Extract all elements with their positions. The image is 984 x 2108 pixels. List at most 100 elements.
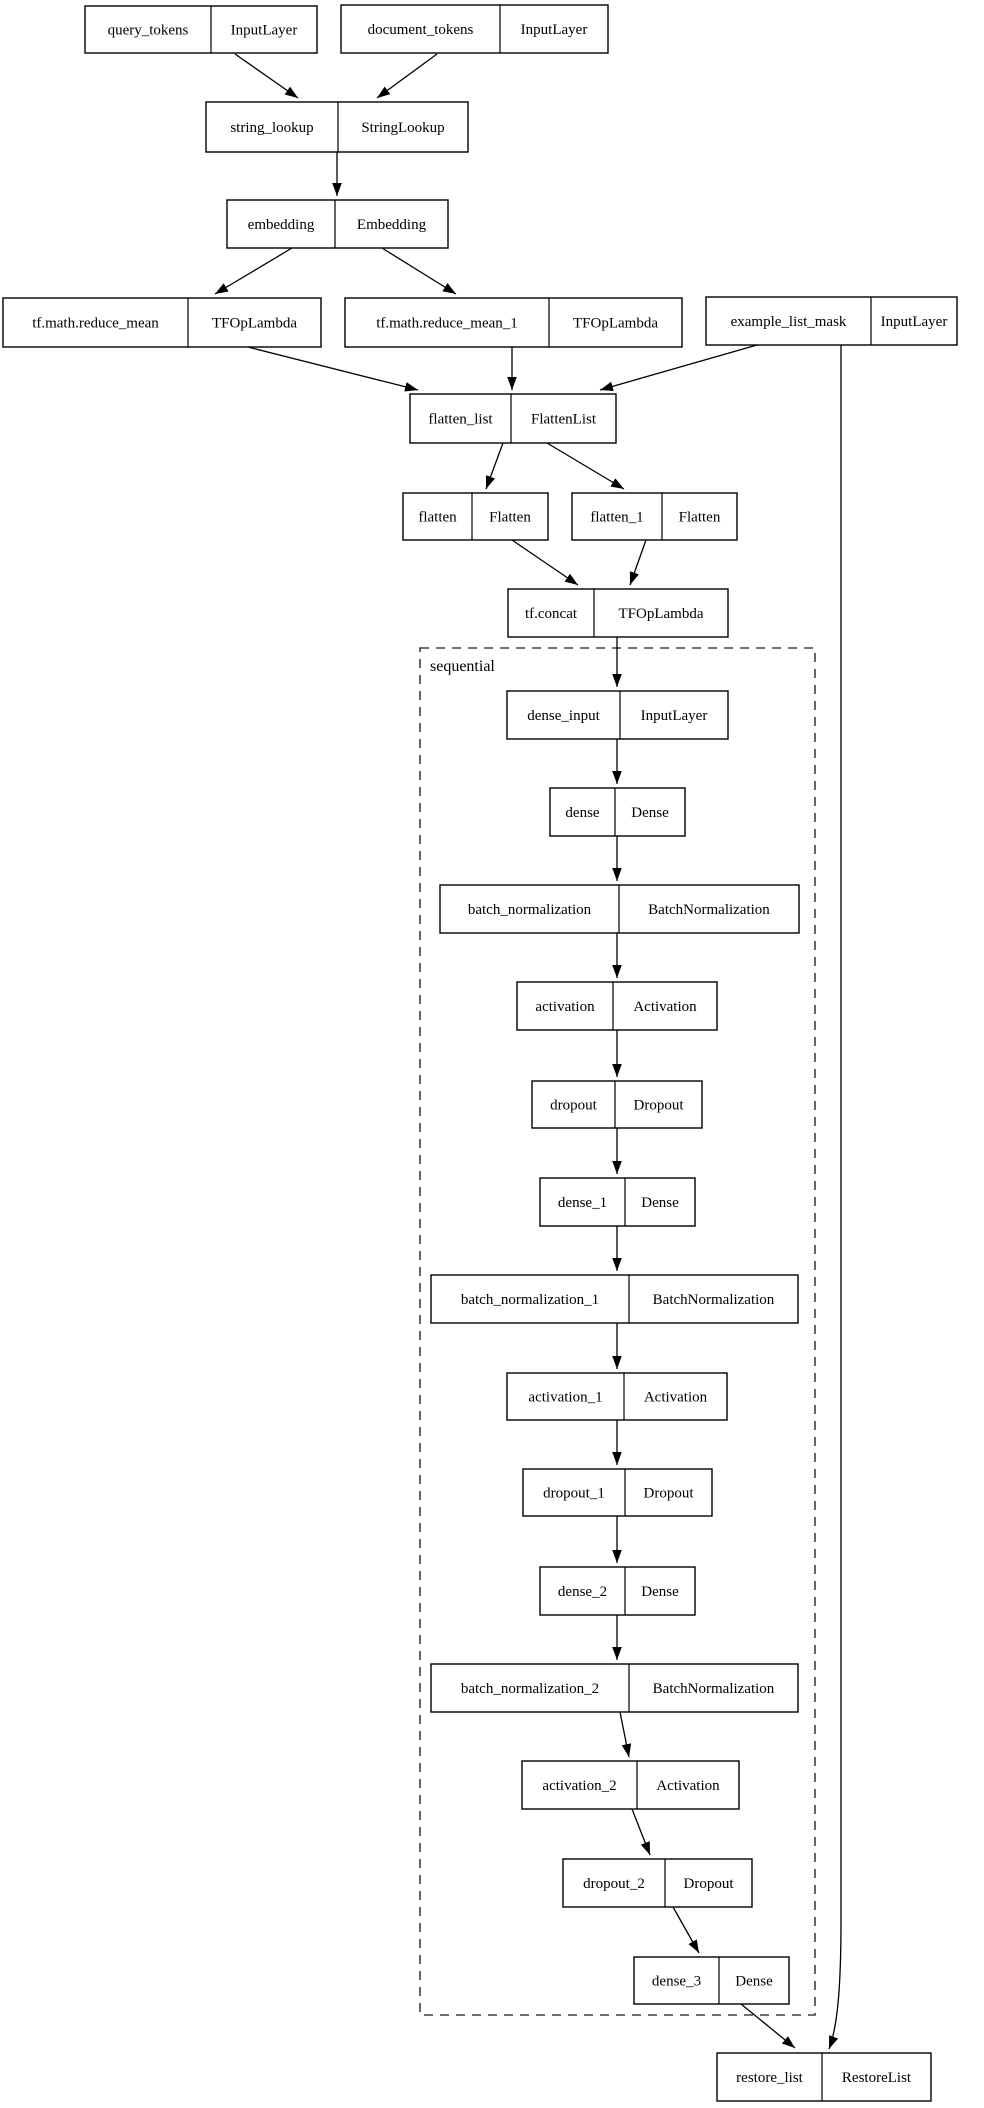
node-example_list_mask-box [705, 296, 958, 346]
node-batch_normalization_1-box [430, 1274, 799, 1324]
node-tf_concat-type: TFOpLambda [619, 606, 704, 622]
node-flatten-type: Flatten [489, 510, 531, 526]
node-query_tokens-box [84, 5, 318, 54]
node-flatten_1-type: Flatten [679, 510, 721, 526]
node-batch_normalization-type: BatchNormalization [648, 902, 770, 918]
node-flatten-label: flatten [418, 510, 457, 526]
node-flatten_list-type: FlattenList [531, 412, 597, 428]
node-dense_1-box [539, 1177, 696, 1227]
node-embedding-type: Embedding [357, 217, 427, 233]
edge-tf_math_reduce_mean-to-flatten_list [247, 346, 419, 392]
node-dense-box [549, 787, 686, 837]
node-dense_3: dense_3 Dense [633, 1956, 790, 2005]
node-activation_2-label: activation_2 [542, 1778, 616, 1794]
node-tf_math_reduce_mean_1-box [344, 297, 683, 348]
node-activation_1-label: activation_1 [528, 1390, 602, 1406]
edge-query_tokens-to-string_lookup [234, 53, 299, 99]
node-dropout-type: Dropout [634, 1098, 685, 1114]
node-dropout_2-type: Dropout [684, 1876, 735, 1892]
node-activation_1-box [506, 1372, 728, 1421]
node-batch_normalization_1-type: BatchNormalization [653, 1292, 775, 1308]
node-dropout_1-box [522, 1468, 713, 1517]
node-dense_2: dense_2 Dense [539, 1566, 696, 1616]
node-tf_math_reduce_mean_1-type: TFOpLambda [573, 316, 658, 332]
node-dense_3-type: Dense [735, 1974, 773, 1990]
node-activation-type: Activation [633, 999, 697, 1015]
node-batch_normalization_1: batch_normalization_1 BatchNormalization [430, 1274, 799, 1324]
node-tf_math_reduce_mean-type: TFOpLambda [212, 316, 297, 332]
edge-flatten_1-to-tf_concat [629, 539, 647, 586]
node-flatten_list-box [409, 393, 617, 444]
node-dense_1-type: Dense [641, 1195, 679, 1211]
node-batch_normalization_2-box [430, 1663, 799, 1713]
node-string_lookup-label: string_lookup [230, 120, 313, 136]
node-string_lookup-type: StringLookup [361, 120, 444, 136]
node-dense_input-box [506, 690, 729, 740]
node-dropout_1: dropout_1 Dropout [522, 1468, 713, 1517]
node-batch_normalization_2-label: batch_normalization_2 [461, 1681, 599, 1697]
node-batch_normalization: batch_normalization BatchNormalization [439, 884, 800, 934]
node-activation_2: activation_2 Activation [521, 1760, 740, 1810]
node-dropout_2: dropout_2 Dropout [562, 1858, 753, 1908]
node-dense_3-label: dense_3 [652, 1974, 701, 1990]
node-dense_input-label: dense_input [527, 708, 600, 724]
node-embedding-box [226, 199, 449, 249]
node-query_tokens-type: InputLayer [231, 23, 298, 39]
node-restore_list-type: RestoreList [842, 2070, 912, 2086]
node-dropout_2-label: dropout_2 [583, 1876, 645, 1892]
node-activation_1: activation_1 Activation [506, 1372, 728, 1421]
node-dense_input-type: InputLayer [641, 708, 708, 724]
node-flatten-box [402, 492, 549, 541]
node-activation_2-type: Activation [656, 1778, 720, 1794]
node-batch_normalization-label: batch_normalization [468, 902, 592, 918]
edge-activation_2-to-dropout_2 [631, 1808, 651, 1856]
node-batch_normalization_2: batch_normalization_2 BatchNormalization [430, 1663, 799, 1713]
node-flatten_list-label: flatten_list [428, 412, 493, 428]
node-embedding-label: embedding [248, 217, 315, 233]
node-string_lookup-box [205, 101, 469, 153]
node-restore_list-box [716, 2052, 932, 2102]
node-activation_2-box [521, 1760, 740, 1810]
edge-embedding-to-tf_math_reduce_mean_1 [381, 247, 457, 295]
node-tf_math_reduce_mean-label: tf.math.reduce_mean [32, 316, 159, 332]
node-document_tokens-label: document_tokens [368, 22, 474, 38]
node-flatten: flatten Flatten [402, 492, 549, 541]
node-dense-label: dense [565, 805, 599, 821]
node-tf_concat: tf.concat TFOpLambda [507, 588, 729, 638]
cluster-sequential-label: sequential [430, 658, 495, 675]
node-dense_1-label: dense_1 [558, 1195, 607, 1211]
node-tf_concat-label: tf.concat [525, 606, 578, 622]
edge-dense_3-to-restore_list [740, 2003, 796, 2049]
edge-example_list_mask-to-restore_list [828, 345, 842, 2050]
node-example_list_mask-label: example_list_mask [731, 314, 847, 330]
edge-flatten_list-to-flatten [485, 442, 504, 490]
node-query_tokens-label: query_tokens [108, 23, 189, 39]
node-dense_2-type: Dense [641, 1584, 679, 1600]
edge-dropout_2-to-dense_3 [672, 1906, 700, 1954]
node-query_tokens: query_tokens InputLayer [84, 5, 318, 54]
node-batch_normalization_1-label: batch_normalization_1 [461, 1292, 599, 1308]
node-dropout-label: dropout [550, 1098, 597, 1114]
node-dense_2-label: dense_2 [558, 1584, 607, 1600]
node-tf_math_reduce_mean_1-label: tf.math.reduce_mean_1 [376, 316, 518, 332]
node-batch_normalization_2-type: BatchNormalization [653, 1681, 775, 1697]
node-example_list_mask: example_list_mask InputLayer [705, 296, 958, 346]
node-dropout_1-label: dropout_1 [543, 1486, 605, 1502]
edge-batch_normalization_2-to-activation_2 [619, 1711, 632, 1758]
edge-flatten-to-tf_concat [511, 539, 579, 586]
node-flatten_1-label: flatten_1 [590, 510, 643, 526]
node-tf_concat-box [507, 588, 729, 638]
node-dropout: dropout Dropout [531, 1080, 703, 1129]
node-example_list_mask-type: InputLayer [881, 314, 948, 330]
node-dense_input: dense_input InputLayer [506, 690, 729, 740]
node-activation_1-type: Activation [644, 1390, 708, 1406]
node-dropout_1-type: Dropout [644, 1486, 695, 1502]
node-string_lookup: string_lookup StringLookup [205, 101, 469, 153]
edge-flatten_list-to-flatten_1 [546, 442, 625, 490]
